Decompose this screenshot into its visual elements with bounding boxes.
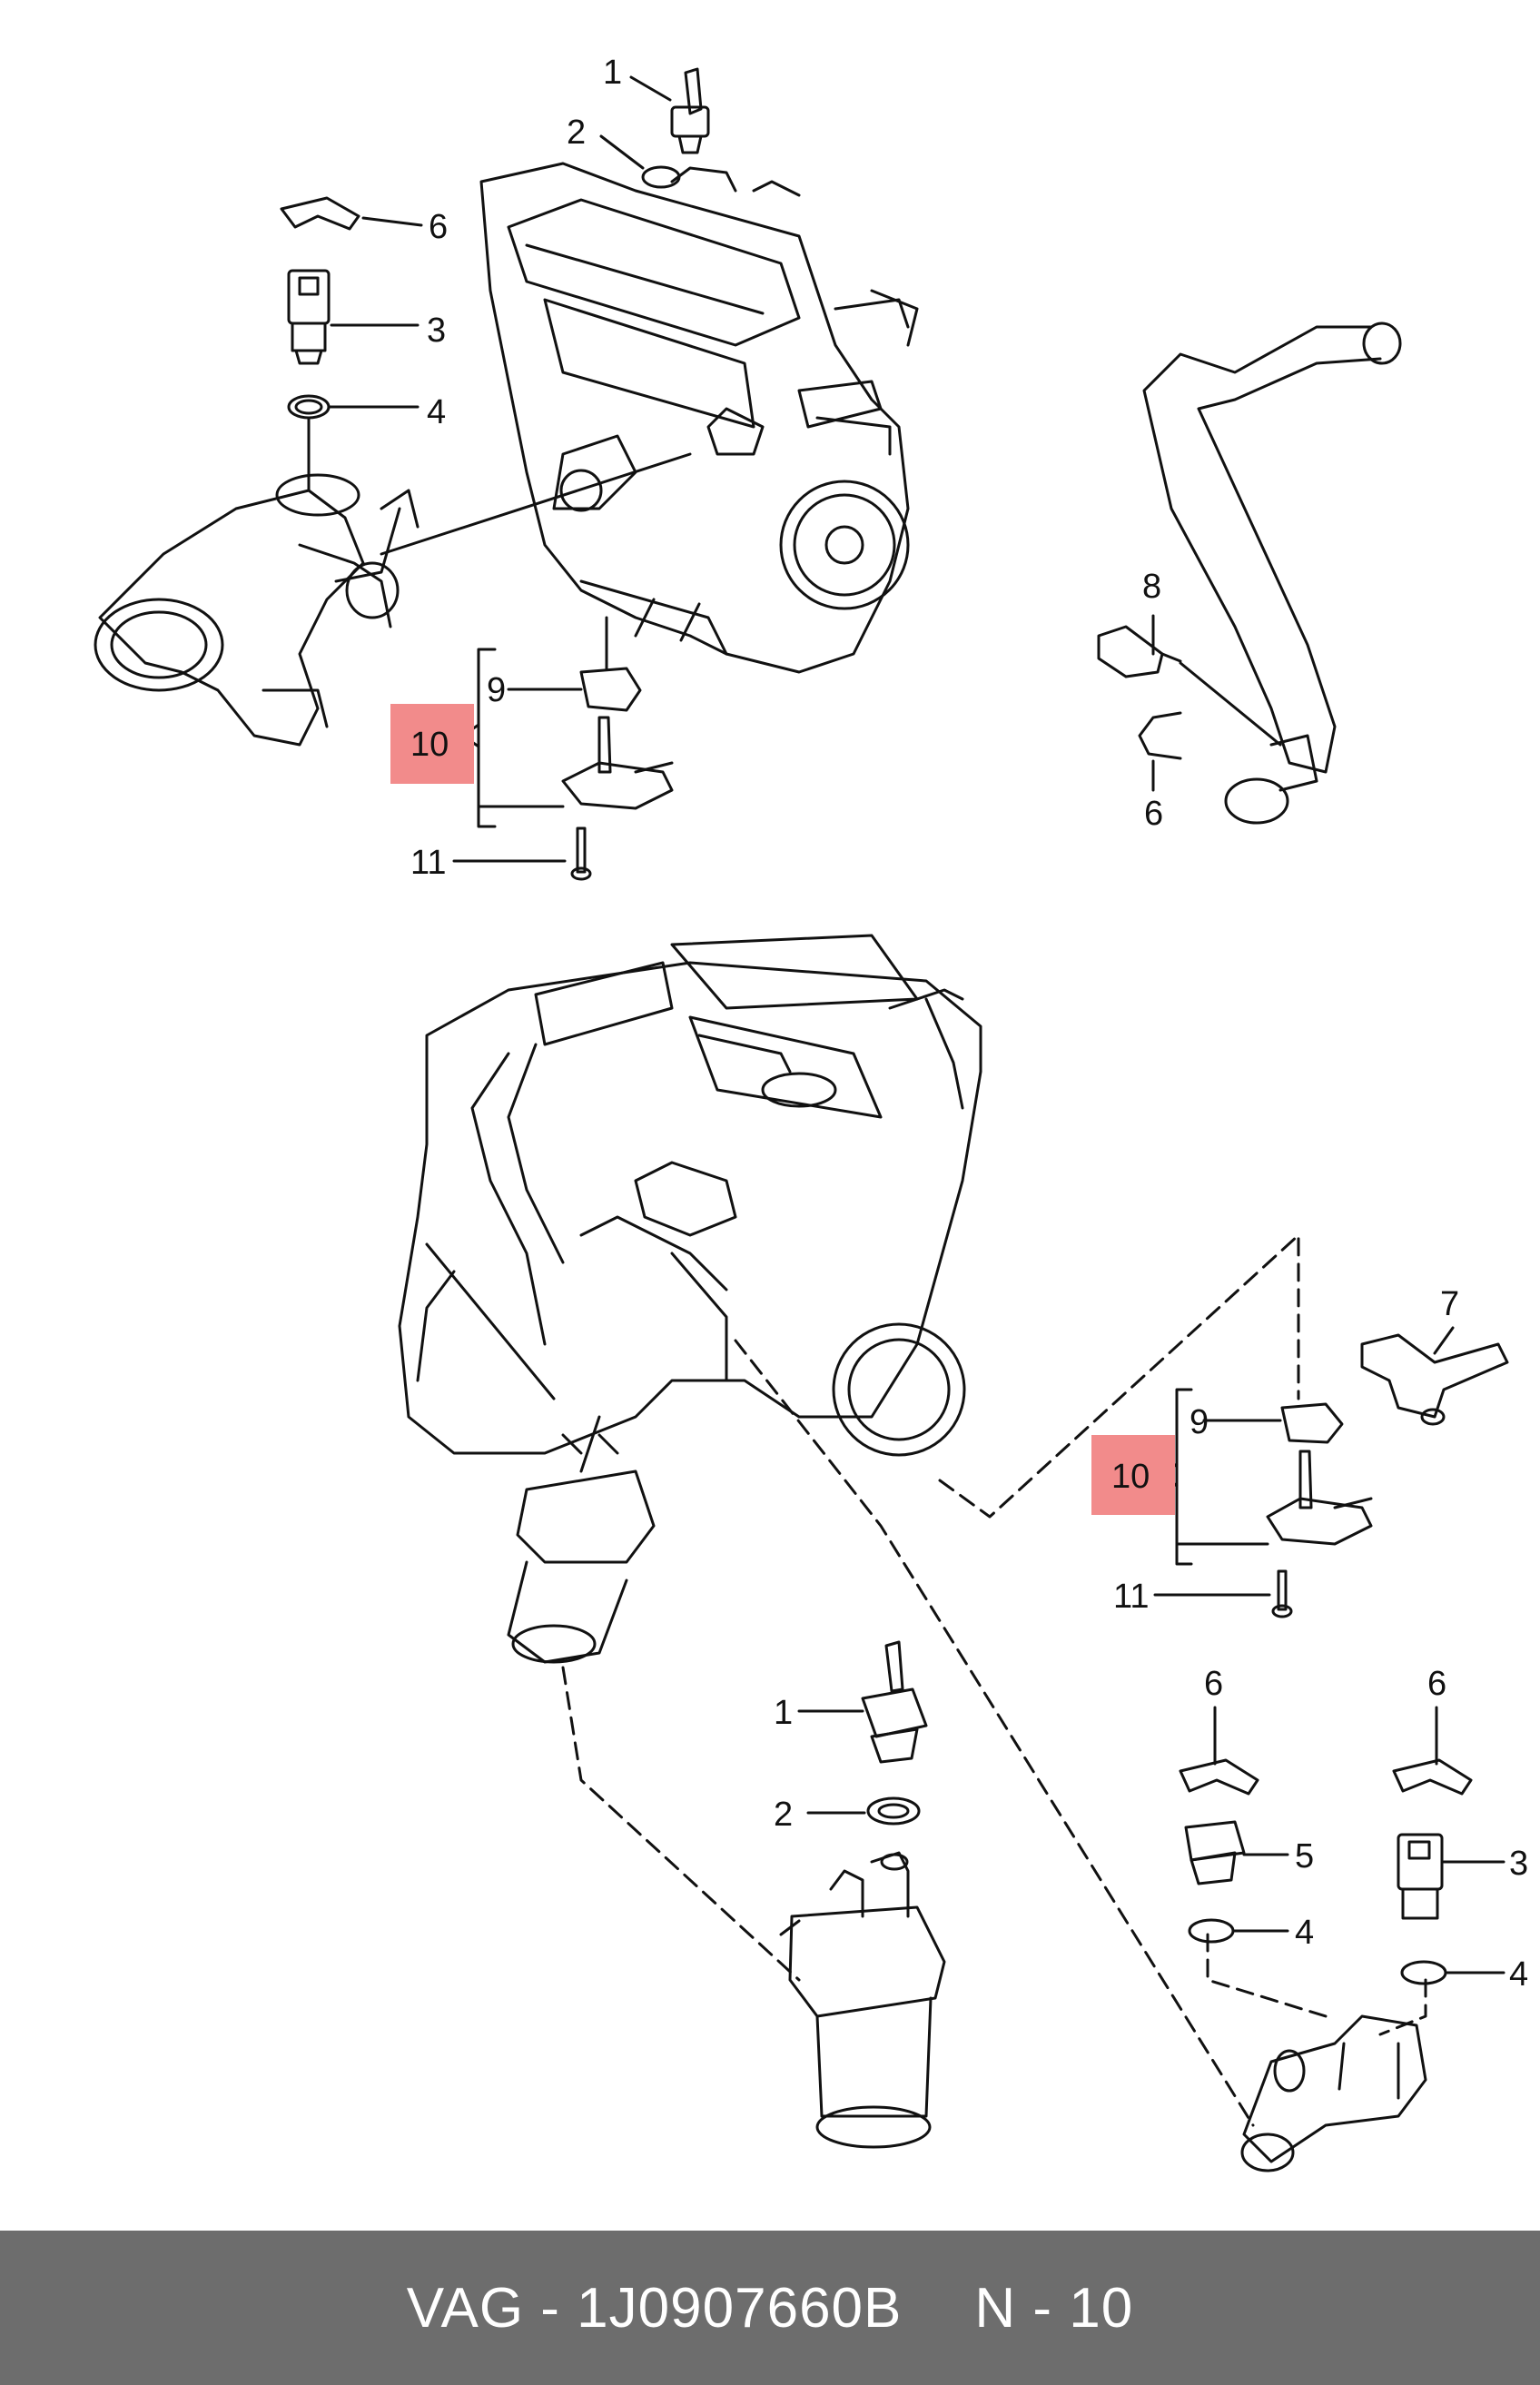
coolant-flange-top [94, 473, 420, 747]
top-clip-6b [1138, 711, 1182, 760]
callout-11-top: 11 [410, 844, 446, 882]
callout-2-bottom: 2 [774, 1796, 793, 1834]
bottom-o-ring-4a [1188, 1918, 1235, 1944]
leader-flange-to-engine [380, 452, 692, 556]
leader-1-top [629, 75, 672, 102]
bottom-o-ring-4b [1400, 1960, 1447, 1985]
callout-4b-bottom: 4 [1509, 1955, 1528, 1994]
footer-bar: VAG - 1J0907660B N - 10 [0, 2231, 1540, 2385]
top-bolt-11 [570, 826, 592, 881]
bottom-sensor-1 [861, 1640, 928, 1764]
parts-diagram: 1 2 6 3 4 8 6 9 10 11 7 9 10 11 1 2 6 5 … [94, 54, 1528, 2172]
bottom-clip-6a [1179, 1758, 1259, 1796]
callout-6a-bottom: 6 [1204, 1665, 1223, 1703]
bottom-oil-filter [779, 1851, 946, 2149]
callout-11-bottom: 11 [1113, 1578, 1149, 1616]
bottom-plug-5 [1184, 1820, 1246, 1885]
callout-1-bottom: 1 [774, 1694, 793, 1732]
bottom-coolant-flange [1240, 2014, 1427, 2172]
callout-4-top: 4 [427, 393, 446, 431]
top-sensor-8 [1097, 625, 1182, 678]
callout-6b-bottom: 6 [1427, 1665, 1446, 1703]
callout-5-bottom: 5 [1295, 1837, 1314, 1875]
bottom-bolt-11 [1271, 1569, 1293, 1618]
callout-6-top: 6 [429, 208, 448, 246]
callout-4a-bottom: 4 [1295, 1914, 1314, 1952]
callout-3-top: 3 [427, 312, 446, 350]
part-number: VAG - 1J0907660B [406, 2276, 903, 2340]
bottom-bracket-10 [1175, 1388, 1193, 1566]
callout-2-top: 2 [567, 114, 586, 152]
callout-1-top: 1 [603, 54, 622, 92]
bottom-bracket-7 [1360, 1333, 1509, 1426]
top-washer-2 [641, 165, 681, 189]
callout-9-bottom: 9 [1190, 1403, 1209, 1441]
top-sensor-1 [670, 67, 710, 154]
top-bracket-10 [477, 648, 497, 828]
leader-7-bottom [1433, 1326, 1455, 1355]
leader-2-top [599, 134, 645, 170]
callout-10-top: 10 [410, 726, 449, 764]
highlight-box-top [390, 704, 474, 784]
callout-8-top: 8 [1142, 568, 1161, 606]
top-sensor-10 [561, 716, 674, 810]
bottom-oil-filter-engine [507, 1433, 656, 1664]
top-clip-6 [280, 196, 360, 231]
bottom-clip-6b [1392, 1758, 1473, 1796]
dashed-connectors [561, 1233, 1427, 2127]
dipstick-line [425, 1242, 556, 1400]
bottom-washer-2 [866, 1796, 921, 1826]
bottom-engine-block [398, 934, 982, 1473]
callout-3-bottom: 3 [1509, 1845, 1528, 1883]
leader-8-to-hose [1179, 661, 1282, 747]
callout-9-top: 9 [487, 671, 506, 709]
top-sensor-3 [287, 269, 331, 365]
callout-7-bottom: 7 [1440, 1285, 1459, 1323]
bottom-sensor-10 [1266, 1450, 1373, 1546]
top-sensor-9 [579, 667, 642, 712]
highlight-box-bottom [1091, 1435, 1175, 1515]
top-hose [1142, 322, 1402, 825]
bottom-sensor-3 [1397, 1833, 1444, 1920]
leader-6-top [361, 216, 423, 227]
callout-6b-top: 6 [1144, 795, 1163, 833]
bottom-sensor-9 [1280, 1402, 1344, 1444]
callout-10-bottom: 10 [1111, 1458, 1150, 1496]
top-engine-block [479, 162, 919, 674]
top-o-ring-4 [287, 394, 331, 420]
diagram-reference: N - 10 [974, 2276, 1134, 2340]
